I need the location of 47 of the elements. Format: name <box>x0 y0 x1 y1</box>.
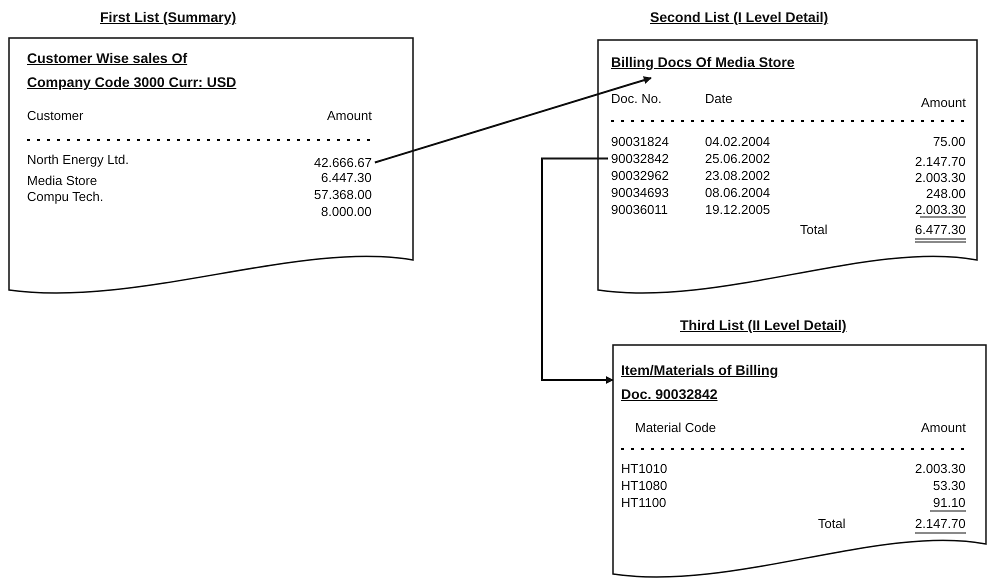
table-cell: 8.000.00 <box>321 204 372 219</box>
column-header: Date <box>705 91 732 106</box>
table-cell: 248.00 <box>926 186 966 201</box>
column-header: Customer <box>27 108 84 123</box>
arrow <box>374 76 652 164</box>
table-cell: HT1100 <box>621 495 666 510</box>
table-cell: 19.12.2005 <box>705 202 770 217</box>
table-cell: 25.06.2002 <box>705 151 770 166</box>
table-cell: North Energy Ltd. <box>27 152 129 167</box>
table-cell: 2.147.70 <box>915 154 966 169</box>
table-cell: 53.30 <box>933 478 966 493</box>
table-cell: Media Store <box>27 173 98 188</box>
table-cell: 90032962 <box>611 168 669 183</box>
column-header: Doc. No. <box>611 91 662 106</box>
document-title: Billing Docs Of Media Store <box>611 53 796 72</box>
column-header: Material Code <box>635 420 716 435</box>
table-cell: 90032842 <box>611 151 669 166</box>
table-cell: 08.06.2004 <box>705 185 770 200</box>
table-cell: 90034693 <box>611 185 669 200</box>
table-cell: 23.08.2002 <box>705 168 770 183</box>
table-cell: HT1010 <box>621 461 668 476</box>
column-header: Amount <box>921 420 966 435</box>
table-cell: Compu Tech. <box>27 189 104 204</box>
table-cell: 6.477.30 <box>915 222 966 237</box>
table-cell: 57.368.00 <box>314 187 372 202</box>
list-heading: Second List (I Level Detail) <box>650 10 828 25</box>
table-cell: 75.00 <box>933 134 966 149</box>
list-heading: Third List (II Level Detail) <box>680 318 846 333</box>
table-cell: 2.003.30 <box>915 202 966 217</box>
table-cell: 6.447.30 <box>321 170 372 185</box>
document-title: Customer Wise sales Of Company Code 3000 Curr: USD <box>27 49 238 92</box>
arrow <box>541 158 614 384</box>
total-label: Total <box>800 222 828 237</box>
table-cell: 91.10 <box>933 495 966 510</box>
table-cell: 42.666.67 <box>314 155 372 170</box>
table-cell: 2.003.30 <box>915 170 966 185</box>
table-cell: 90031824 <box>611 134 669 149</box>
table-cell: 2.003.30 <box>915 461 966 476</box>
table-cell: 90036011 <box>611 202 668 217</box>
column-header: Amount <box>327 108 372 123</box>
list-heading: First List (Summary) <box>100 10 236 25</box>
table-cell: HT1080 <box>621 478 668 493</box>
table-cell: 04.02.2004 <box>705 134 770 149</box>
table-cell: 2.147.70 <box>915 516 966 531</box>
total-label: Total <box>818 516 846 531</box>
document-title: Item/Materials of Billing Doc. 90032842 <box>621 361 780 404</box>
column-header: Amount <box>921 95 966 110</box>
